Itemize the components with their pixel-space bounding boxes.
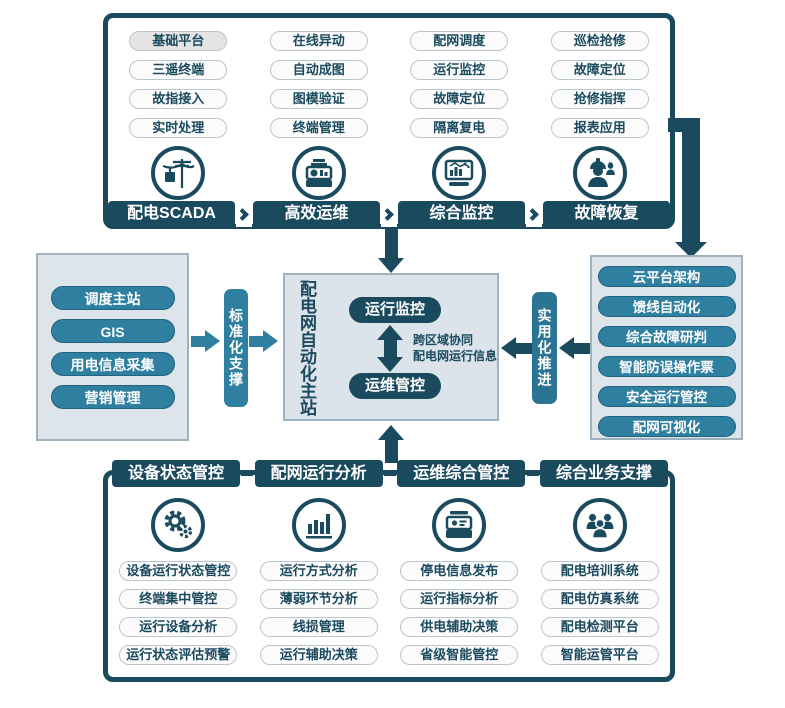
top-column-restoration: 巡检抢修 故障定位 抢修指挥 报表应用 xyxy=(530,31,671,200)
top-column-scada: 基础平台 三遥终端 故指接入 实时处理 xyxy=(108,31,249,200)
chevron-right-icon xyxy=(525,201,542,227)
connector-dash xyxy=(241,471,254,476)
bottom-pill: 供电辅助决策 xyxy=(400,617,519,637)
stage-banner: 运维综合管控 xyxy=(397,460,526,487)
standardization-support-pill: 标准化支撑 xyxy=(224,289,248,407)
stage-banner: 故障恢复 xyxy=(543,201,670,227)
external-system-pill: GIS xyxy=(50,319,175,343)
top-pill: 图模验证 xyxy=(269,89,368,109)
worker-icon xyxy=(572,146,627,200)
stage-banner: 配网运行分析 xyxy=(254,460,383,487)
advanced-features-box: 云平台架构 馈线自动化 综合故障研判 智能防误操作票 安全运行管控 配网可视化 xyxy=(590,255,743,440)
chevron-right-icon xyxy=(380,201,397,227)
bottom-column-analysis: 运行方式分析 薄弱环节分析 线损管理 运行辅助决策 xyxy=(249,498,390,665)
bottom-pill: 薄弱环节分析 xyxy=(259,589,378,609)
arrow-left-icon xyxy=(501,337,533,359)
arrow-right-icon xyxy=(249,330,278,352)
practical-promotion-pill: 实用化推进 xyxy=(532,292,557,404)
bottom-column-support: 配电培训系统 配电仿真系统 配电检测平台 智能运管平台 xyxy=(530,498,671,665)
elbow-connector xyxy=(668,118,686,132)
stage-banner: 综合业务支撑 xyxy=(539,460,668,487)
bottom-applications-box: 设备运行状态管控 终端集中管控 运行设备分析 运行状态评估预警 xyxy=(103,470,675,682)
operation-monitoring-pill: 运行监控 xyxy=(349,297,441,323)
top-pill: 自动成图 xyxy=(269,60,368,80)
external-system-pill: 调度主站 xyxy=(50,286,175,310)
advanced-feature-pill: 综合故障研判 xyxy=(597,326,736,347)
external-system-pill: 营销管理 xyxy=(50,385,175,409)
arrow-left-icon xyxy=(559,337,590,359)
top-pill: 终端管理 xyxy=(269,118,368,138)
ops-management-pill: 运维管控 xyxy=(349,373,441,399)
stage-banner: 设备状态管控 xyxy=(112,460,240,487)
switchgear-icon xyxy=(291,146,346,200)
top-applications-box: 基础平台 三遥终端 故指接入 实时处理 xyxy=(103,13,675,229)
top-pill: 隔离复电 xyxy=(410,118,509,138)
arrow-right-icon xyxy=(191,330,220,352)
external-system-pill: 用电信息采集 xyxy=(50,352,175,376)
master-station-box: 配电网自动化主站 运行监控 跨区域协同 配电网运行信息 运维管控 xyxy=(283,273,499,421)
bottom-stage-banners: 设备状态管控 配网运行分析 运维综合管控 综合业务支撑 xyxy=(112,460,668,487)
top-stage-banners: 配电SCADA 高效运维 综合监控 故障恢复 xyxy=(108,201,670,227)
advanced-feature-pill: 智能防误操作票 xyxy=(597,356,736,377)
stage-banner: 配电SCADA xyxy=(108,201,235,227)
arrow-down-icon xyxy=(675,242,707,258)
operator-desk-icon xyxy=(432,498,487,552)
bottom-pill: 运行方式分析 xyxy=(259,561,378,581)
note-line-1: 跨区域协同 xyxy=(413,333,474,347)
people-group-icon xyxy=(572,498,627,552)
top-pill: 抢修指挥 xyxy=(550,89,649,109)
bottom-pill: 运行指标分析 xyxy=(400,589,519,609)
chevron-right-icon xyxy=(235,201,252,227)
top-columns: 基础平台 三遥终端 故指接入 实时处理 xyxy=(108,18,670,200)
advanced-feature-pill: 馈线自动化 xyxy=(597,296,736,317)
top-pill: 在线异动 xyxy=(269,31,368,51)
note-line-2: 配电网运行信息 xyxy=(413,349,498,363)
arrow-down-icon xyxy=(378,229,404,273)
arrow-up-icon xyxy=(378,425,404,463)
bottom-pill: 运行设备分析 xyxy=(119,617,238,637)
advanced-feature-pill: 配网可视化 xyxy=(597,416,736,437)
bottom-pill: 设备运行状态管控 xyxy=(119,561,238,581)
bar-chart-icon xyxy=(291,498,346,552)
master-station-title: 配电网自动化主站 xyxy=(297,280,316,416)
stage-banner: 高效运维 xyxy=(253,201,380,227)
bottom-pill: 终端集中管控 xyxy=(119,589,238,609)
top-pill: 配网调度 xyxy=(410,31,509,51)
bottom-columns: 设备运行状态管控 终端集中管控 运行设备分析 运行状态评估预警 xyxy=(108,475,670,665)
bottom-pill: 运行状态评估预警 xyxy=(119,645,238,665)
bottom-pill: 智能运管平台 xyxy=(540,645,659,665)
bottom-column-equipment: 设备运行状态管控 终端集中管控 运行设备分析 运行状态评估预警 xyxy=(108,498,249,665)
top-column-ops: 在线异动 自动成图 图模验证 终端管理 xyxy=(249,31,390,200)
stage-banner: 综合监控 xyxy=(398,201,525,227)
top-pill: 报表应用 xyxy=(550,118,649,138)
cross-region-note: 跨区域协同 配电网运行信息 xyxy=(413,332,497,364)
top-column-monitoring: 配网调度 运行监控 故障定位 隔离复电 xyxy=(389,31,530,200)
top-pill: 巡检抢修 xyxy=(550,31,649,51)
bottom-pill: 配电检测平台 xyxy=(540,617,659,637)
external-systems-box: 调度主站 GIS 用电信息采集 营销管理 xyxy=(36,253,189,441)
connector-dash xyxy=(526,471,539,476)
top-pill: 基础平台 xyxy=(129,31,228,51)
bottom-column-management: 停电信息发布 运行指标分析 供电辅助决策 省级智能管控 xyxy=(389,498,530,665)
bottom-pill: 省级智能管控 xyxy=(400,645,519,665)
gears-icon xyxy=(151,498,206,552)
bottom-pill: 配电培训系统 xyxy=(540,561,659,581)
advanced-feature-pill: 云平台架构 xyxy=(597,266,736,287)
top-pill: 故障定位 xyxy=(410,89,509,109)
bottom-pill: 运行辅助决策 xyxy=(259,645,378,665)
top-pill: 实时处理 xyxy=(129,118,228,138)
top-pill: 三遥终端 xyxy=(129,60,228,80)
elbow-connector xyxy=(682,118,700,242)
monitor-chart-icon xyxy=(432,146,487,200)
bottom-pill: 配电仿真系统 xyxy=(540,589,659,609)
top-pill: 故指接入 xyxy=(129,89,228,109)
bottom-pill: 停电信息发布 xyxy=(400,561,519,581)
advanced-feature-pill: 安全运行管控 xyxy=(597,386,736,407)
connector-dash xyxy=(383,471,396,476)
power-line-icon xyxy=(151,146,206,200)
top-pill: 运行监控 xyxy=(410,60,509,80)
top-pill: 故障定位 xyxy=(550,60,649,80)
arrow-up-down-icon xyxy=(377,325,403,372)
bottom-pill: 线损管理 xyxy=(259,617,378,637)
